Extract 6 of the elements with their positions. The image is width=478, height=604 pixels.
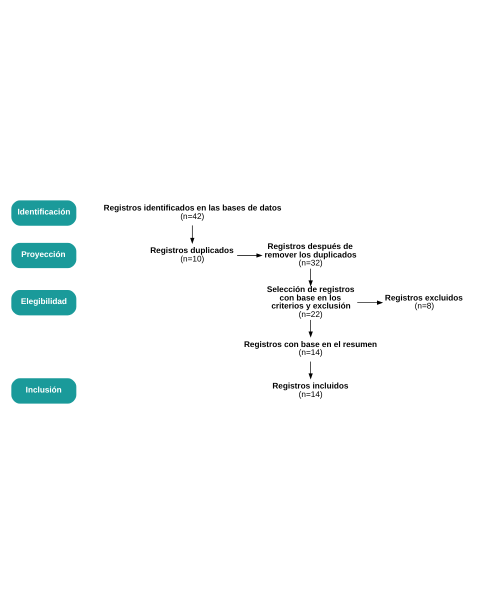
arrow [356, 300, 384, 305]
arrow [236, 253, 263, 258]
arrow [308, 361, 313, 380]
arrow [308, 320, 313, 338]
arrow [190, 225, 194, 244]
arrow [308, 268, 313, 287]
